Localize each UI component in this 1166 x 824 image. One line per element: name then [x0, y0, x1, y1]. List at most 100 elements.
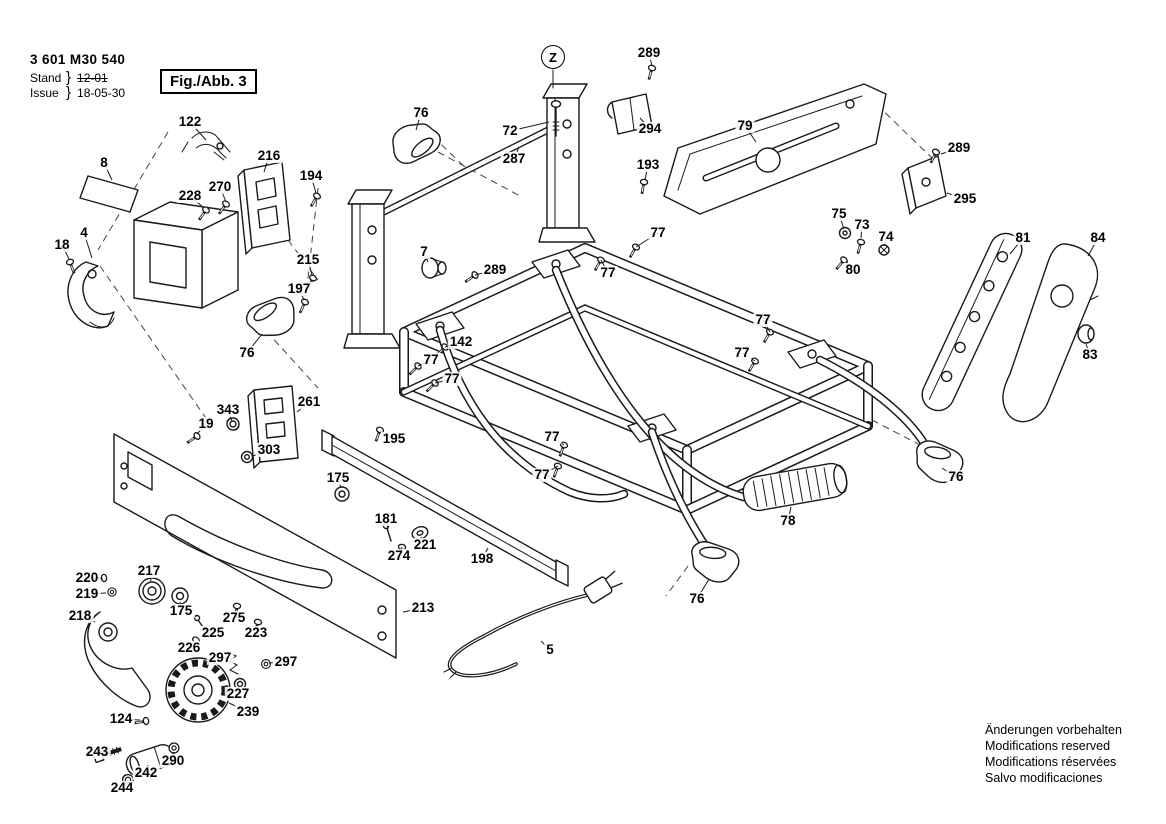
part-label-198: 198: [468, 550, 496, 567]
bolt-74: [878, 244, 890, 256]
part-label-220: 220: [73, 569, 101, 586]
part-label-215: 215: [294, 251, 322, 268]
clip-295: [901, 155, 947, 215]
part-label-77: 77: [532, 466, 552, 483]
nut-343: [226, 417, 240, 431]
part-label-218: 218: [66, 607, 94, 624]
part-label-72: 72: [500, 122, 520, 139]
brace-glyph: }: [66, 69, 72, 86]
part-label-197: 197: [285, 280, 313, 297]
part-label-213: 213: [409, 599, 437, 616]
part-label-122: 122: [176, 113, 204, 130]
part-label-239: 239: [234, 703, 262, 720]
figure-label: Fig./Abb. 3: [160, 69, 257, 94]
part-label-343: 343: [214, 401, 242, 418]
footer-note: Änderungen vorbehalten: [985, 723, 1122, 737]
part-label-76: 76: [687, 590, 707, 607]
part-label-303: 303: [255, 441, 283, 458]
part-label-124: 124: [107, 710, 135, 727]
part-label-243: 243: [83, 743, 111, 760]
bracket-216: [237, 161, 291, 255]
part-label-227: 227: [224, 685, 252, 702]
part-label-242: 242: [132, 764, 160, 781]
part-label-181: 181: [372, 510, 400, 527]
label-plate-8: [79, 175, 139, 213]
knob-7: [421, 257, 447, 279]
washer-297b: [261, 659, 271, 669]
part-label-142: 142: [447, 333, 475, 350]
brace-glyph: }: [66, 84, 72, 101]
washer-290: [168, 742, 180, 754]
cross-tube-287: [380, 126, 552, 216]
part-label-18: 18: [52, 236, 72, 253]
part-label-261: 261: [295, 393, 323, 410]
washer-75: [838, 226, 852, 240]
part-label-77: 77: [421, 351, 441, 368]
part-label-228: 228: [176, 187, 204, 204]
part-label-175: 175: [167, 602, 195, 619]
part-label-77: 77: [542, 428, 562, 445]
z-detail-marker: Z: [541, 45, 565, 69]
part-label-274: 274: [385, 547, 413, 564]
brace-plate-84: [1002, 243, 1099, 423]
upright-post-right: [538, 83, 596, 243]
upright-post-left: [343, 189, 401, 349]
part-label-195: 195: [380, 430, 408, 447]
part-label-75: 75: [829, 205, 849, 222]
part-label-77: 77: [753, 311, 773, 328]
part-label-77: 77: [442, 370, 462, 387]
part-label-83: 83: [1080, 346, 1100, 363]
part-label-289: 289: [481, 261, 509, 278]
washer-175-a: [334, 486, 350, 502]
part-label-294: 294: [636, 120, 664, 137]
part-label-217: 217: [135, 562, 163, 579]
part-label-74: 74: [876, 228, 896, 245]
knob-83: [1077, 324, 1095, 344]
document-number: 3 601 M30 540: [30, 52, 126, 67]
stand-label: Stand: [30, 70, 62, 85]
footer-note: Modifications réservées: [985, 755, 1117, 769]
part-label-221: 221: [411, 536, 439, 553]
brace-plate-81: [921, 232, 1023, 412]
power-cord: [443, 570, 623, 679]
footer-note: Salvo modificaciones: [985, 771, 1103, 785]
part-label-289: 289: [635, 44, 663, 61]
part-label-77: 77: [648, 224, 668, 241]
part-label-295: 295: [951, 190, 979, 207]
part-label-84: 84: [1088, 229, 1108, 246]
side-panel-213: [113, 433, 397, 659]
part-label-275: 275: [220, 609, 248, 626]
part-label-76: 76: [946, 468, 966, 485]
part-label-297: 297: [206, 649, 234, 666]
part-label-194: 194: [297, 167, 325, 184]
part-label-80: 80: [843, 261, 863, 278]
part-label-297: 297: [272, 653, 300, 670]
issue-label: Issue: [30, 85, 59, 100]
new-date: 18-05-30: [77, 85, 126, 100]
part-label-19: 19: [196, 415, 216, 432]
support-bracket-79: [663, 83, 887, 215]
part-label-73: 73: [852, 216, 872, 233]
part-label-79: 79: [735, 117, 755, 134]
part-label-175: 175: [324, 469, 352, 486]
part-label-76: 76: [237, 344, 257, 361]
part-label-219: 219: [73, 585, 101, 602]
part-label-5: 5: [544, 641, 556, 658]
part-label-7: 7: [418, 243, 430, 260]
pin-181: [382, 522, 392, 542]
wire-clip-122: [181, 131, 231, 161]
part-label-225: 225: [199, 624, 227, 641]
part-label-81: 81: [1013, 229, 1033, 246]
housing-box: [133, 201, 239, 309]
washer-175-b: [171, 587, 189, 605]
carry-handle-grip: [742, 462, 848, 512]
part-label-289: 289: [945, 139, 973, 156]
part-label-78: 78: [778, 512, 798, 529]
part-label-270: 270: [206, 178, 234, 195]
washer-303: [240, 450, 254, 464]
part-label-290: 290: [159, 752, 187, 769]
footer-note: Modifications reserved: [985, 739, 1111, 753]
part-label-77: 77: [598, 264, 618, 281]
